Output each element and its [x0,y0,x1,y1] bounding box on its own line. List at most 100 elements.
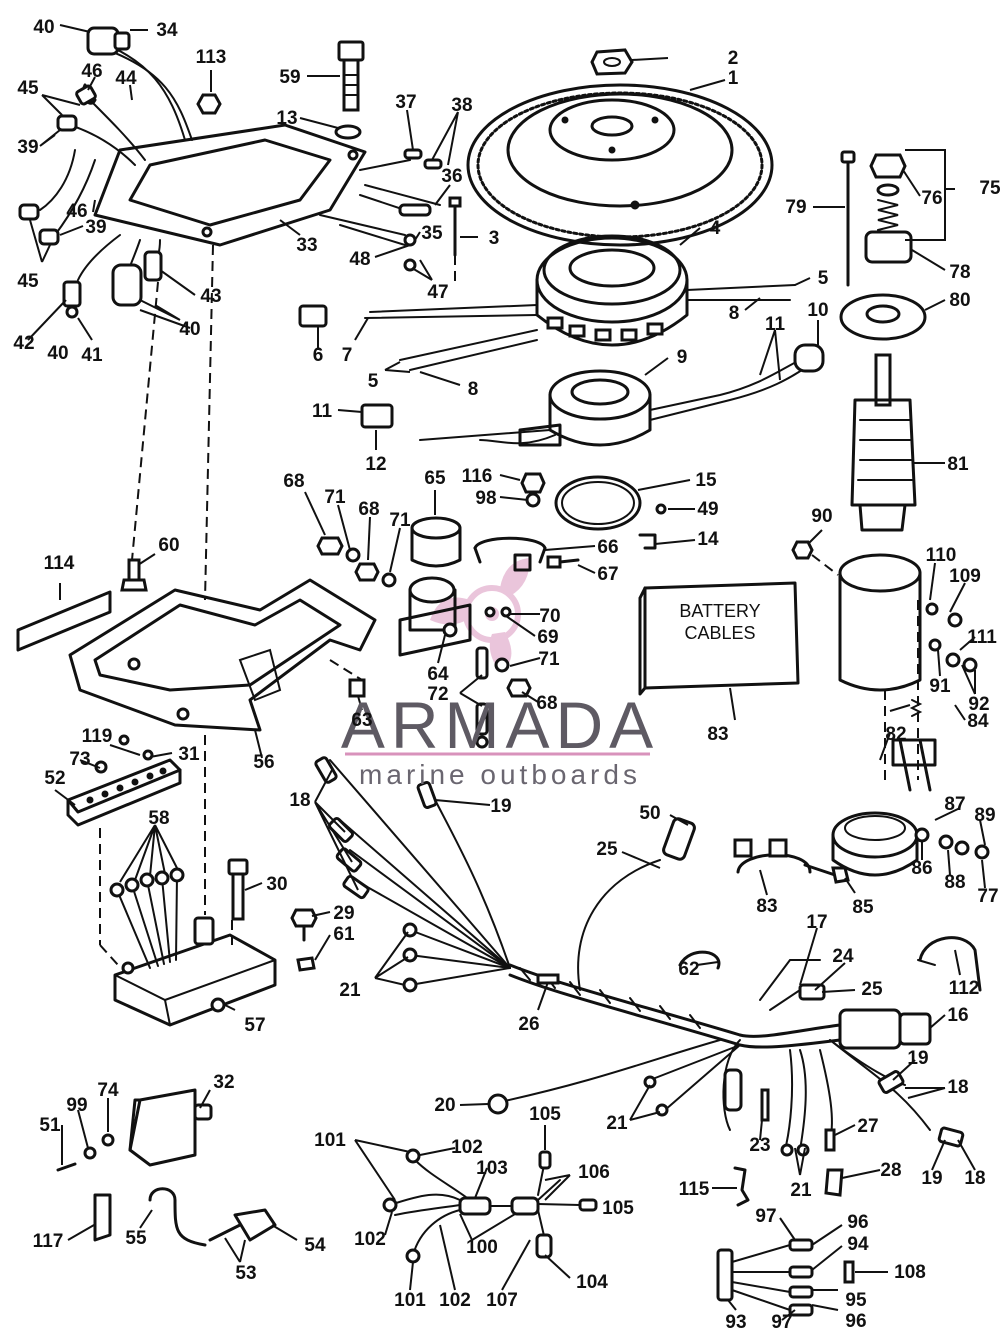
part-label: 18 [947,1077,968,1098]
part-label: 6 [313,345,324,366]
part-label: 23 [749,1135,770,1156]
part-label: 54 [304,1235,326,1256]
part-label: 83 [756,896,777,917]
part-label: 79 [785,197,806,218]
part-label: 9 [677,347,688,368]
part-label: 94 [847,1234,869,1255]
part-label: 71 [538,649,560,670]
part-label: 102 [451,1137,483,1158]
part-label: 21 [790,1180,812,1201]
part-label: 102 [439,1290,471,1311]
part-label: 112 [949,978,980,999]
part-label: 80 [949,290,970,311]
part-label: 28 [880,1160,901,1181]
part-label: 47 [427,282,448,303]
part-label: 18 [289,790,310,811]
part-label: 72 [427,684,448,705]
part-label: 55 [125,1228,147,1249]
part-label: 56 [253,752,274,773]
watermark-tagline: marine outboards [359,759,641,790]
flywheel-stator-group [298,48,825,550]
part-label: 39 [85,217,106,238]
part-label: 99 [66,1095,87,1116]
part-label: 41 [81,345,103,366]
part-label: 51 [39,1115,61,1136]
part-label: 92 [968,694,989,715]
part-label: 35 [421,223,443,244]
part-label: 64 [427,664,449,685]
part-label: 103 [476,1158,508,1179]
part-label: 31 [178,744,200,765]
part-label: 76 [921,188,942,209]
part-label: 116 [462,466,493,487]
part-label: 38 [451,95,472,116]
part-label: 73 [69,749,90,770]
part-label: 7 [342,345,353,366]
part-label: 8 [468,379,479,400]
ignition-coil-group [56,1088,277,1247]
part-label: 16 [947,1005,968,1026]
part-label: 114 [44,553,75,574]
part-label: 91 [929,676,951,697]
part-label: 119 [82,726,113,747]
part-label: 46 [81,61,102,82]
part-label: 68 [536,693,557,714]
part-label: 11 [312,401,333,422]
part-label: 50 [639,803,660,824]
part-label: 97 [755,1206,776,1227]
part-label: 77 [977,886,998,907]
part-label: 18 [964,1168,985,1189]
part-label: 104 [576,1272,608,1293]
part-label: 20 [434,1095,455,1116]
part-label: 59 [279,67,300,88]
part-label: 65 [424,468,446,489]
ignition-module-group [18,26,462,601]
part-label: 58 [148,808,169,829]
part-label: 46 [66,201,87,222]
part-label: 113 [196,47,227,68]
part-label: 40 [179,319,200,340]
part-label: 68 [283,471,304,492]
battery-cables-line2: CABLES [684,623,755,643]
part-label: 93 [725,1312,746,1333]
part-label: 4 [710,218,721,239]
part-label: 45 [17,78,39,99]
part-label: 45 [17,271,39,292]
part-label: 48 [349,249,370,270]
part-label: 60 [158,535,179,556]
part-label: 52 [44,768,65,789]
part-label: 34 [156,20,178,41]
part-label: 15 [695,470,717,491]
part-label: 96 [847,1212,868,1233]
part-label: 108 [894,1262,926,1283]
part-label: 70 [539,606,560,627]
part-label: 95 [845,1290,867,1311]
mounting-tray-group [16,516,580,749]
part-label: 24 [832,946,854,967]
part-label: 98 [475,488,496,509]
part-label: 111 [967,627,997,648]
part-label: 97 [771,1312,792,1333]
part-label: 29 [333,903,354,924]
part-label: 82 [885,724,906,745]
part-label: 100 [466,1237,498,1258]
part-label: 109 [949,566,981,587]
part-label: 37 [395,92,416,113]
part-label: 67 [597,564,618,585]
part-label: 75 [979,178,1000,199]
part-label: 5 [818,268,829,289]
part-label: 63 [351,710,372,731]
part-label: 86 [911,858,932,879]
bottom-leads-group [382,1148,855,1317]
part-label: 106 [578,1162,610,1183]
part-label: 33 [296,235,317,256]
part-label: 2 [728,48,739,69]
battery-cables-line1: BATTERY [679,601,760,621]
part-label: 17 [806,912,827,933]
part-label: 115 [679,1179,710,1200]
watermark-brand: ARMADA [341,688,659,762]
part-label: 96 [845,1311,866,1332]
part-label: 1 [728,68,739,89]
part-label: 110 [926,545,957,566]
battery-cables-box: BATTERY CABLES [638,581,800,696]
